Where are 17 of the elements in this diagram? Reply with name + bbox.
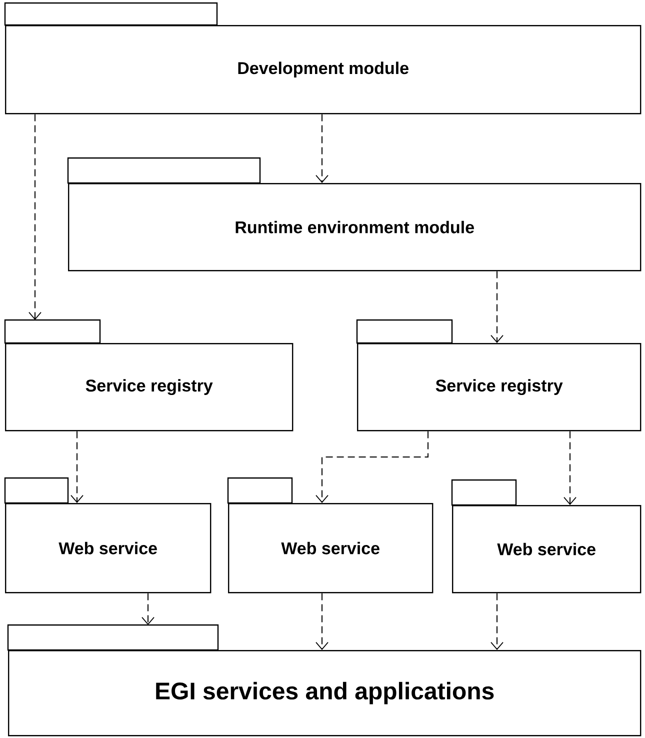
dependency-arrow — [490, 270, 504, 343]
dependency-arrow — [70, 430, 84, 503]
package-box: Web service — [4, 477, 212, 594]
dependency-arrow — [316, 114, 328, 183]
dependency-arrow — [28, 114, 42, 320]
dependency-arrow — [316, 430, 428, 503]
dependency-arrow — [490, 592, 504, 650]
package-box: EGI services and applications — [7, 624, 642, 736]
package-box: Service registry — [356, 319, 642, 432]
package-box: Service registry — [4, 319, 294, 432]
package-box: Development module — [4, 2, 642, 114]
dependency-arrow — [564, 430, 576, 505]
dependency-arrow — [142, 592, 154, 625]
dependency-arrow — [316, 592, 328, 650]
package-box: Runtime environment module — [67, 157, 642, 272]
package-box: Web service — [451, 479, 642, 594]
package-box: Web service — [227, 477, 434, 594]
